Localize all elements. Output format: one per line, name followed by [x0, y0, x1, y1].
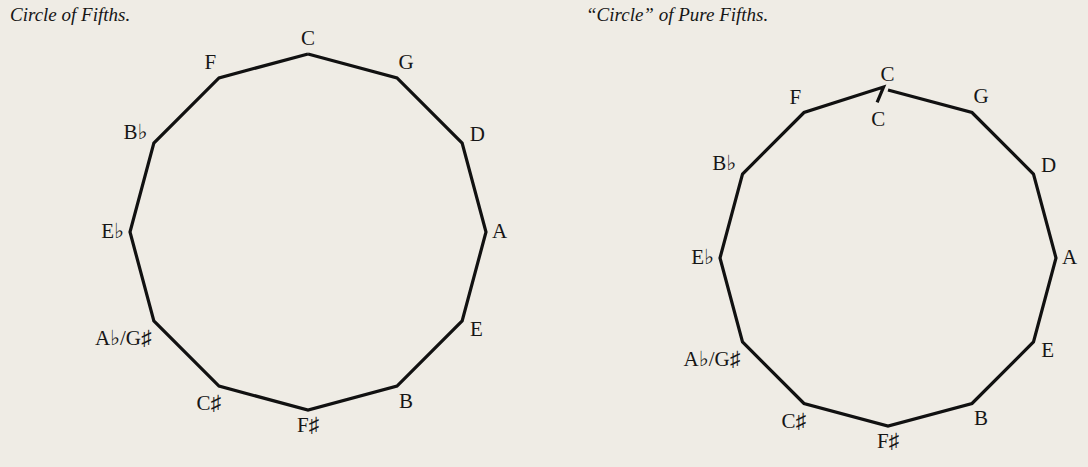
note-label: C♯ — [196, 392, 221, 415]
note-label: A♭/G♯ — [95, 327, 152, 350]
note-label: G — [399, 51, 414, 74]
note-label: F♯ — [877, 430, 899, 453]
note-label: F — [789, 86, 801, 109]
pure-fifths-spiral — [720, 87, 1056, 426]
note-label: C — [301, 27, 315, 50]
note-label: E — [1041, 339, 1054, 362]
note-label: B — [399, 390, 413, 413]
note-label: A — [492, 220, 507, 243]
circle-of-fifths-polygon — [130, 54, 486, 410]
note-label: B♭ — [712, 152, 736, 175]
note-label: B♭ — [124, 121, 148, 144]
note-label: C — [871, 108, 885, 131]
note-label: F — [204, 51, 216, 74]
note-label: C♯ — [781, 410, 806, 433]
note-label: A — [1062, 246, 1077, 269]
note-label: D — [470, 123, 485, 146]
diagram-title: Circle of Fifths. — [10, 4, 130, 27]
note-label: B — [974, 407, 988, 430]
note-label: E♭ — [691, 246, 714, 269]
note-label: E♭ — [101, 220, 124, 243]
note-label: F♯ — [297, 414, 319, 437]
note-label: A♭/G♯ — [684, 348, 741, 371]
note-label: E — [470, 318, 483, 341]
note-label: C — [880, 63, 894, 86]
diagram-title: “Circle” of Pure Fifths. — [586, 4, 768, 27]
note-label: D — [1041, 154, 1056, 177]
note-label: G — [974, 85, 989, 108]
